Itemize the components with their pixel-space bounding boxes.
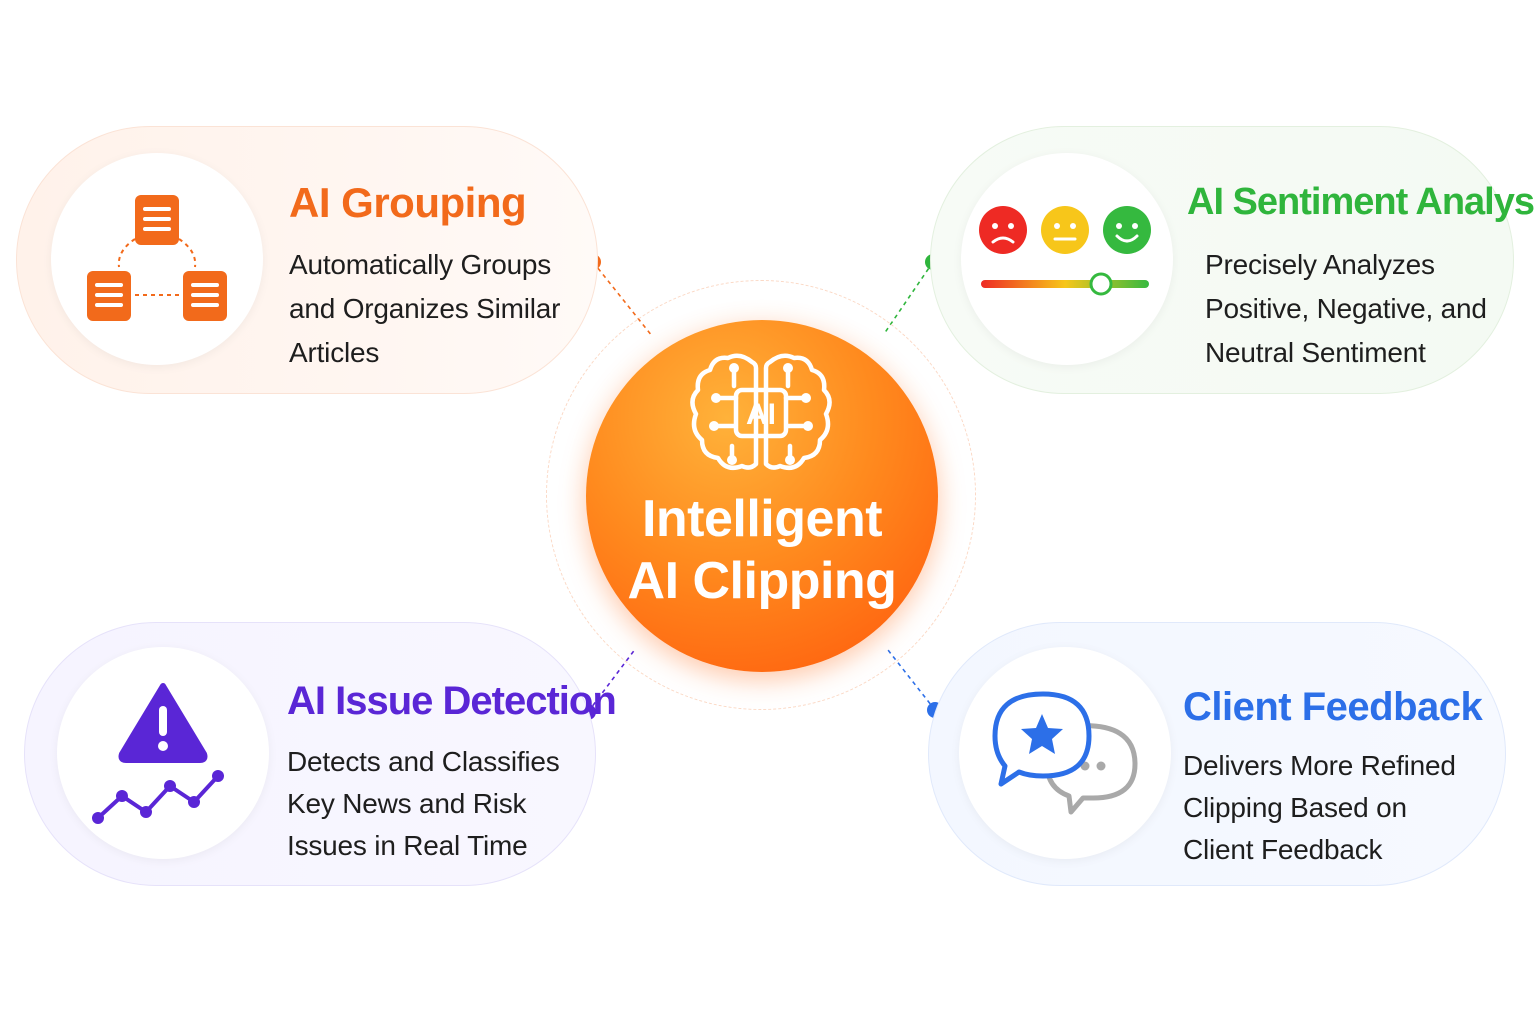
chat-star-bubbles-icon — [992, 691, 1138, 815]
neutral-face-icon — [1041, 206, 1089, 254]
sentiment-slider-track — [981, 280, 1149, 288]
issue-description: Detects and Classifies Key News and Risk… — [287, 746, 560, 861]
ai-badge-text: AI — [746, 398, 776, 431]
warning-triangle-icon — [118, 683, 208, 763]
sad-face-icon — [979, 206, 1027, 254]
center-title-line2: AI Clipping — [627, 552, 897, 610]
issue-icon-circle — [57, 647, 269, 859]
grouping-title: AI Grouping — [289, 179, 527, 226]
issue-title: AI Issue Detection — [287, 679, 617, 723]
ai-brain-icon: AI — [690, 353, 832, 470]
center-title-line1: Intelligent — [641, 490, 883, 548]
sentiment-icon-circle — [961, 153, 1173, 365]
feedback-icon-circle — [959, 647, 1171, 859]
feedback-title: Client Feedback — [1183, 685, 1483, 729]
center-outer-ring — [546, 280, 976, 710]
card-ai-issue-detection: AI Issue Detection Detects and Classifie… — [24, 622, 617, 886]
center-title: Intelligent AI Clipping — [586, 488, 938, 612]
card-ai-grouping: AI Grouping Automatically Groups and Org… — [16, 126, 598, 394]
sentiment-faces-slider-icon — [979, 206, 1151, 296]
grouping-description: Automatically Groups and Organizes Simil… — [289, 249, 561, 368]
linked-documents-icon — [87, 195, 227, 321]
card-ai-sentiment-analysis: AI Sentiment Analysis Precisely Analyzes… — [930, 126, 1536, 394]
feedback-description: Delivers More Refined Clipping Based on … — [1183, 750, 1456, 865]
grouping-icon-circle — [51, 153, 263, 365]
warning-trend-icon — [92, 683, 224, 824]
chat-bubble-star-icon — [992, 691, 1092, 787]
sentiment-description: Precisely Analyzes Positive, Negative, a… — [1205, 249, 1487, 368]
center-hub: AI Intelligent AI Clipping — [586, 320, 938, 672]
card-client-feedback: Client Feedback Delivers More Refined Cl… — [928, 622, 1506, 886]
trend-line-icon — [92, 770, 224, 824]
sentiment-slider-knob — [1089, 272, 1113, 296]
happy-face-icon — [1103, 206, 1151, 254]
sentiment-title: AI Sentiment Analysis — [1187, 181, 1536, 223]
